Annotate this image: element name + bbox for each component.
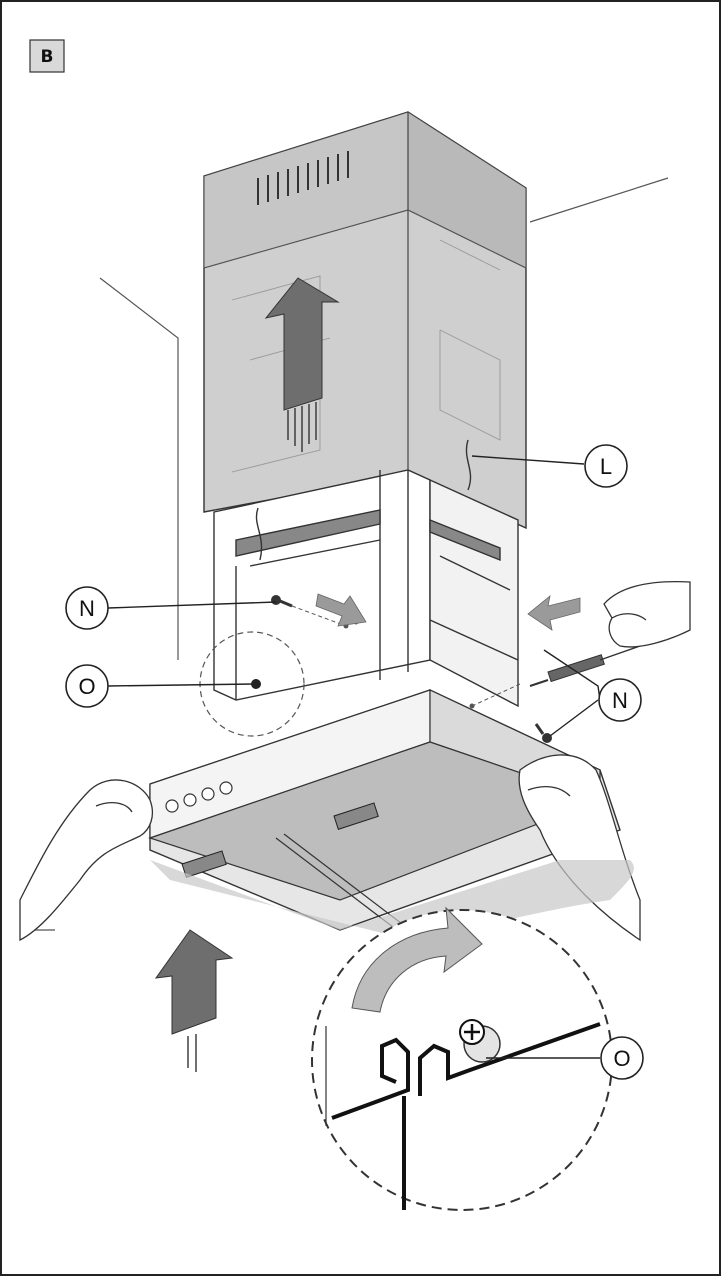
lift-up-arrow-bottom <box>154 929 234 1072</box>
detail-magnifier <box>311 906 613 1211</box>
panel-badge-label: B <box>41 47 54 67</box>
callout-n-right-label: N <box>612 688 628 713</box>
right-hand-holding-screwdriver <box>603 580 691 648</box>
lift-up-arrow <box>264 277 340 452</box>
upper-chimney-cover <box>203 111 527 530</box>
callout-o-left-label: O <box>78 674 95 699</box>
callout-l-label: L <box>600 454 612 479</box>
callout-n-right: N <box>598 678 642 722</box>
callout-o-left: O <box>65 664 109 708</box>
left-hand <box>19 779 154 942</box>
callout-o-detail: O <box>600 1036 644 1080</box>
callout-n-left-label: N <box>79 596 95 621</box>
lower-chimney-frame <box>213 469 519 708</box>
callout-n-left: N <box>65 586 109 630</box>
screw-alignment-guides <box>291 605 521 707</box>
callout-l: L <box>584 444 628 488</box>
callout-o-detail-label: O <box>613 1046 630 1071</box>
light-left <box>181 850 227 878</box>
power-cable <box>255 439 472 561</box>
control-knobs <box>165 781 233 813</box>
hood-canopy <box>148 689 621 941</box>
detail-screw <box>459 1019 501 1063</box>
detail-focus-circle <box>199 631 305 737</box>
light-right <box>333 802 379 830</box>
panel-badge: B <box>29 39 65 73</box>
screw-n-right-lower <box>534 723 552 743</box>
vent-slots <box>257 151 349 205</box>
push-arrow-right <box>527 594 581 631</box>
push-arrow-left <box>315 593 367 627</box>
hood-shadow <box>150 860 634 940</box>
fixing-screw-o <box>251 679 261 689</box>
rotate-arrow <box>351 906 483 1013</box>
callout-leaders <box>107 455 601 1059</box>
